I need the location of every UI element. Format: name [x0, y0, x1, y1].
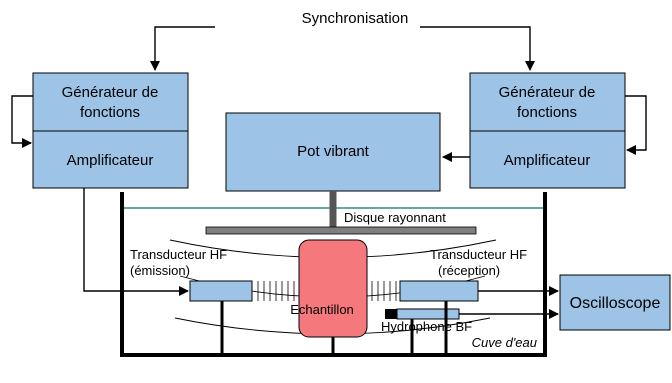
amplifier-left: [32, 130, 189, 189]
shaker-label: Pot vibrant: [297, 143, 370, 160]
generator-right-line2: fonctions: [517, 104, 577, 121]
amplifier-right-label: Amplificateur: [504, 152, 591, 169]
transducer-emission-line2: (émission): [130, 263, 190, 278]
generator-right-line1: Générateur de: [499, 84, 596, 101]
hydrophone-body: [396, 308, 460, 320]
function-generator-right: [469, 72, 626, 132]
amplifier-to-transducer-arrow: [83, 188, 189, 296]
tank-label: Cuve d'eau: [472, 335, 537, 350]
synchronisation-label: Synchronisation: [302, 10, 409, 27]
amplifier-left-label: Amplificateur: [67, 152, 154, 169]
sync-arrow-right: [420, 26, 535, 71]
sample-label: Echantillon: [290, 302, 354, 317]
generator-left-line2: fonctions: [80, 104, 140, 121]
transducer-reception-line1: Transducteur HF: [430, 247, 527, 262]
transducer-reception-line2: (réception): [438, 263, 500, 278]
generator-left-line1: Générateur de: [62, 84, 159, 101]
transducer-emission: [189, 280, 253, 302]
oscilloscope-box: [559, 274, 671, 331]
sync-arrow: [150, 26, 215, 71]
oscilloscope-label: Oscilloscope: [570, 295, 661, 312]
radiating-disk: [205, 226, 477, 235]
generator-to-amplifier-left-arrow: [11, 95, 33, 148]
hydrophone-tip: [385, 309, 397, 319]
generator-to-amplifier-right-arrow: [625, 95, 647, 155]
shaker-box: [225, 112, 441, 192]
function-generator-left: [32, 72, 189, 132]
sample: [298, 239, 368, 338]
hydrophone-label: Hydrophone BF: [381, 319, 472, 334]
radiating-disk-label: Disque rayonnant: [344, 210, 446, 225]
amplifier-right: [469, 130, 626, 189]
transducer-reception: [399, 280, 479, 302]
transducer-emission-line1: Transducteur HF: [130, 247, 227, 262]
